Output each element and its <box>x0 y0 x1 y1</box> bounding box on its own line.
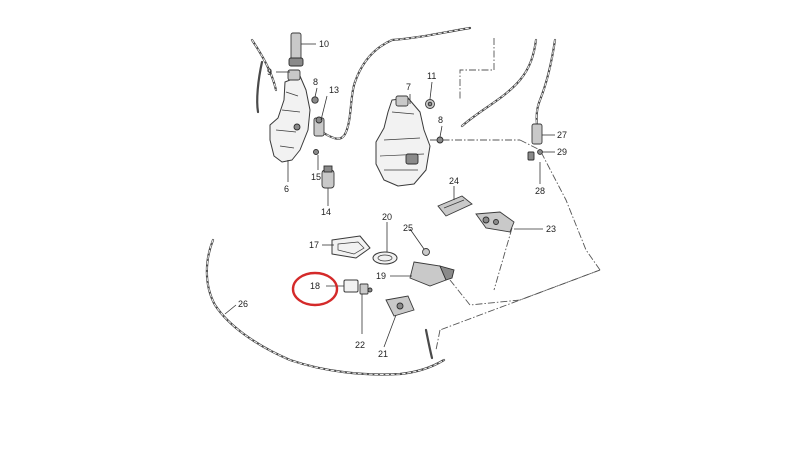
callout-7: 7 <box>406 82 411 92</box>
part-24-bracket <box>437 195 473 217</box>
callout-13: 13 <box>329 85 339 95</box>
callout-6: 6 <box>284 184 289 194</box>
callout-29: 29 <box>557 147 567 157</box>
callout-18: 18 <box>310 281 320 291</box>
callout-28: 28 <box>535 186 545 196</box>
callout-14: 14 <box>321 207 331 217</box>
part-10-filler-neck <box>288 32 304 67</box>
part-14-pump-motor <box>321 165 335 189</box>
part-18-cover-cap <box>343 279 359 293</box>
callout-9: 9 <box>267 67 272 77</box>
part-21-nozzle-mount <box>385 295 415 317</box>
part-8-grommet-left <box>311 96 319 104</box>
part-28-connector <box>527 151 535 161</box>
part-8-grommet-right <box>436 136 444 144</box>
callout-25: 25 <box>403 223 413 233</box>
callout-11: 11 <box>427 71 436 81</box>
callout-8-right: 8 <box>438 115 443 125</box>
part-27-sensor <box>531 123 543 145</box>
part-23-nozzle-assembly <box>475 211 515 233</box>
part-15-clip <box>313 149 319 155</box>
part-17-gasket <box>331 235 371 259</box>
part-29-clip <box>537 149 543 155</box>
part-20-seal <box>372 251 398 265</box>
callout-10: 10 <box>319 39 329 49</box>
callout-15: 15 <box>311 172 321 182</box>
assembly-dash-lines <box>430 38 601 351</box>
highlight-circle-18 <box>291 271 339 307</box>
callout-8-left: 8 <box>313 77 318 87</box>
leader-lines <box>224 43 555 348</box>
part-6-washer-reservoir-left <box>269 69 311 163</box>
callout-27: 27 <box>557 130 567 140</box>
callout-23: 23 <box>546 224 556 234</box>
callout-labels: 10 9 8 13 7 11 8 27 29 15 6 28 14 24 20 … <box>238 39 567 359</box>
part-13-washer-pump-left <box>313 116 325 137</box>
part-7-washer-reservoir-right <box>375 95 431 187</box>
callout-20: 20 <box>382 212 392 222</box>
callout-22: 22 <box>355 340 365 350</box>
callout-24: 24 <box>449 176 459 186</box>
callout-26: 26 <box>238 299 248 309</box>
part-11-cap <box>425 99 435 109</box>
callout-21: 21 <box>378 349 388 359</box>
part-25-screw <box>422 248 430 256</box>
part-19-headlamp-washer-nozzle <box>409 261 455 287</box>
part-22-connector <box>359 283 373 295</box>
hose-lines <box>205 26 557 376</box>
callout-17: 17 <box>309 240 319 250</box>
callout-19: 19 <box>376 271 386 281</box>
